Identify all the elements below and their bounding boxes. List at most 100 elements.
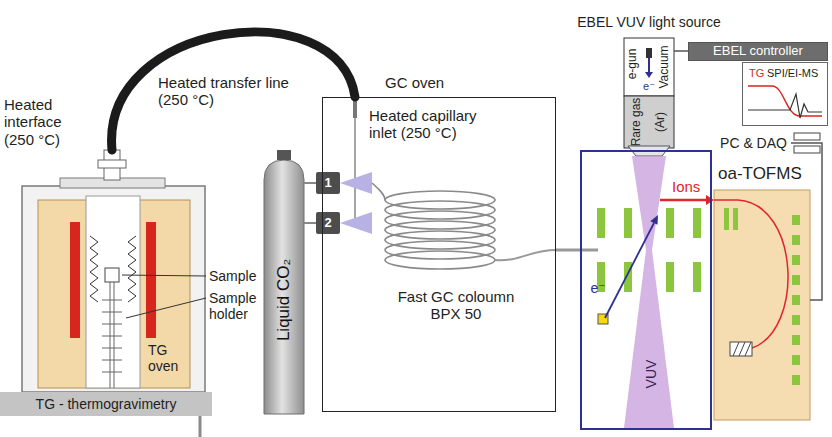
column-coil — [385, 221, 495, 239]
valve-box: 2 — [316, 212, 340, 234]
column-coil — [385, 241, 495, 259]
gc-column-outlet — [556, 249, 580, 252]
node-label: TG - thermogravimetry — [36, 396, 177, 412]
node-label: 1 — [324, 176, 331, 191]
ebel-lamp: EBEL VUV light sourcee-gune⁻VacuumRare g… — [624, 38, 674, 148]
co2-cylinder: Liquid CO₂ — [264, 160, 304, 414]
heating-coil — [128, 236, 136, 302]
node-label: TG oven — [148, 342, 192, 374]
rare-gas-cell — [624, 96, 674, 148]
callout-label: Sample — [209, 268, 256, 284]
monitor-screen: TGSPI/EI-MS — [742, 62, 828, 126]
column-coil — [385, 211, 495, 229]
node-label: e⁻ — [643, 80, 655, 93]
cryo-jet — [340, 172, 372, 194]
reflectron-ring — [792, 375, 800, 385]
extraction-electrode — [724, 208, 729, 230]
arrow-head — [650, 215, 658, 225]
column-lead — [495, 250, 556, 260]
gas-tube — [304, 182, 316, 184]
extraction-electrode — [733, 208, 738, 230]
transfer-line — [112, 32, 355, 150]
controller-box: EBEL controller — [688, 42, 828, 61]
column-coil — [385, 191, 495, 209]
ion-trajectory — [714, 200, 788, 348]
node-label: PC & DAQ — [720, 135, 787, 151]
inlet-capillary — [354, 118, 356, 228]
node-label: 2 — [324, 216, 331, 231]
column-coil — [385, 231, 495, 249]
fitting-flange — [98, 160, 126, 168]
gas-cylinder — [264, 160, 304, 414]
capillary-nozzle — [580, 249, 598, 252]
reflectron-ring — [792, 295, 800, 305]
reflectron-ring — [792, 235, 800, 245]
furnace-tube — [86, 196, 140, 388]
sample-holder-rods — [102, 282, 122, 388]
callout-label: Heated transfer line (250 °C) — [158, 74, 298, 109]
ion-source-box: Ions e⁻ VUV — [580, 150, 712, 430]
vuv-beam — [624, 250, 674, 428]
tofms-drawing — [714, 190, 810, 420]
node-label: Ions — [672, 178, 700, 195]
node-label: Rare gas — [630, 98, 644, 147]
node-label: (Ar) — [654, 112, 668, 132]
ion-electrode — [666, 262, 674, 292]
electron-beam — [605, 223, 654, 318]
tofms-panel: oa-TOFMS — [714, 190, 810, 420]
gc-oven-drawing — [340, 97, 556, 269]
tg-furnace: TG oven — [22, 150, 205, 392]
vuv-beam — [632, 156, 666, 250]
node-label: EBEL controller — [713, 44, 803, 59]
column-coil — [385, 251, 495, 269]
electron-gun — [646, 48, 652, 58]
reflectron-ring — [792, 315, 800, 325]
node-label: Liquid CO₂ — [274, 259, 294, 341]
heater-bar — [146, 222, 156, 338]
tofms-panel — [714, 190, 810, 420]
ion-path — [660, 199, 707, 202]
detector-hatch — [733, 342, 751, 356]
gc-oven-box: GC ovenHeated capillary inlet (250 °C)Fa… — [322, 97, 556, 412]
node-label: TG — [749, 67, 764, 80]
node-label: GC oven — [385, 74, 444, 91]
ion-electrode — [693, 208, 701, 238]
arrow-head — [645, 72, 653, 78]
node-label: VUV — [643, 360, 659, 389]
callout-label: Sample holder — [209, 290, 261, 322]
arrow-head — [706, 195, 714, 205]
node-label: oa-TOFMS — [718, 164, 802, 184]
node-label: Fast GC coloumn BPX 50 — [391, 288, 521, 323]
callout-label: Heated interface (250 °C) — [4, 96, 70, 148]
leader-line — [122, 275, 206, 276]
valve-box: 1 — [316, 172, 340, 194]
column-coil — [385, 201, 495, 219]
pc-unit — [794, 133, 820, 140]
sample-crucible — [105, 268, 119, 282]
ms-curve — [748, 94, 822, 118]
ion-detector — [730, 342, 752, 356]
control-cable — [674, 50, 688, 52]
ion-electrode — [624, 208, 632, 238]
node-label: EBEL VUV light source — [574, 14, 724, 30]
cryo-jet — [340, 212, 372, 234]
ion-electrode — [597, 208, 605, 238]
furnace-housing — [22, 186, 205, 392]
gas-tube — [304, 222, 316, 224]
electron-beam — [648, 58, 650, 72]
cylinder-valve — [277, 150, 291, 160]
reflectron-ring — [792, 255, 800, 265]
node-label: SPI/EI-MS — [767, 67, 818, 80]
ion-source-drawing — [580, 156, 714, 428]
ion-electrode — [666, 208, 674, 238]
node-label: e⁻ — [590, 280, 605, 296]
ion-electrode — [693, 262, 701, 292]
co2-cylinder-drawing — [264, 150, 304, 414]
node-label: e-gun — [626, 49, 640, 80]
balance-bar: TG - thermogravimetry — [0, 392, 212, 416]
column-lead — [372, 183, 385, 200]
monitor-screen — [742, 62, 828, 126]
